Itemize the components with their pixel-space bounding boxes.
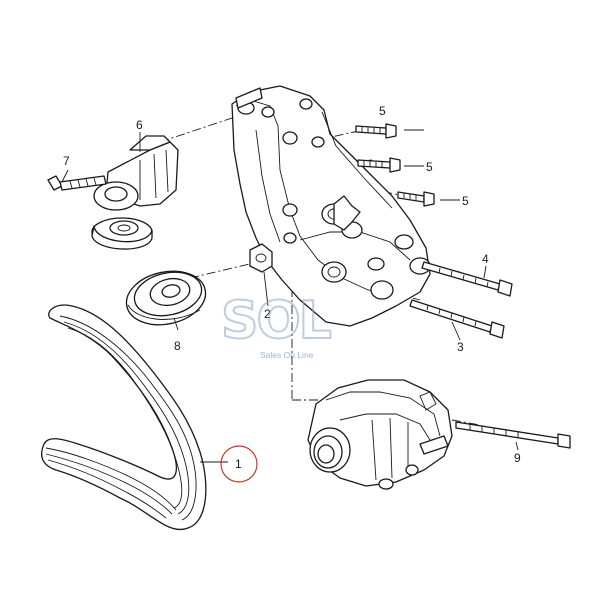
callout-bracket: 2 xyxy=(264,307,271,321)
callout-bolt-medium: 4 xyxy=(482,252,489,266)
watermark: SOL Sales On Line xyxy=(220,290,334,360)
bolt-5-top xyxy=(355,123,397,139)
mounting-bracket xyxy=(231,85,431,327)
callout-alternator-bolt: 9 xyxy=(514,451,521,465)
bolt-3 xyxy=(409,299,505,339)
watermark-logo: SOL xyxy=(221,291,331,351)
ribbed-belt xyxy=(41,304,207,531)
bolt-4 xyxy=(421,261,513,297)
callout-bolt-short-a: 5 xyxy=(379,104,386,118)
leader-lines xyxy=(61,129,519,463)
watermark-tagline: Sales On Line xyxy=(260,350,314,360)
alternator-bolt xyxy=(455,421,571,449)
belt-tensioner xyxy=(91,135,179,250)
callout-bolt-short-c: 5 xyxy=(462,194,469,208)
callout-belt: 1 xyxy=(235,457,242,471)
tensioner-bolt xyxy=(47,175,107,191)
callout-idler-pulley: 8 xyxy=(174,339,181,353)
bolt-5-middle xyxy=(357,157,401,173)
callout-numbers: 6 7 5 5 5 4 2 3 8 9 1 xyxy=(63,104,521,483)
callout-tensioner: 6 xyxy=(136,118,143,132)
callout-bolt-long: 3 xyxy=(457,340,464,354)
alternator xyxy=(307,379,453,490)
bracket-bolts xyxy=(355,123,513,339)
bolt-5-lower xyxy=(397,191,435,207)
callout-bolt-short-b: 5 xyxy=(426,160,433,174)
callout-tensioner-bolt: 7 xyxy=(63,154,70,168)
idler-pulley xyxy=(125,270,207,326)
highlight-circle xyxy=(220,445,258,483)
